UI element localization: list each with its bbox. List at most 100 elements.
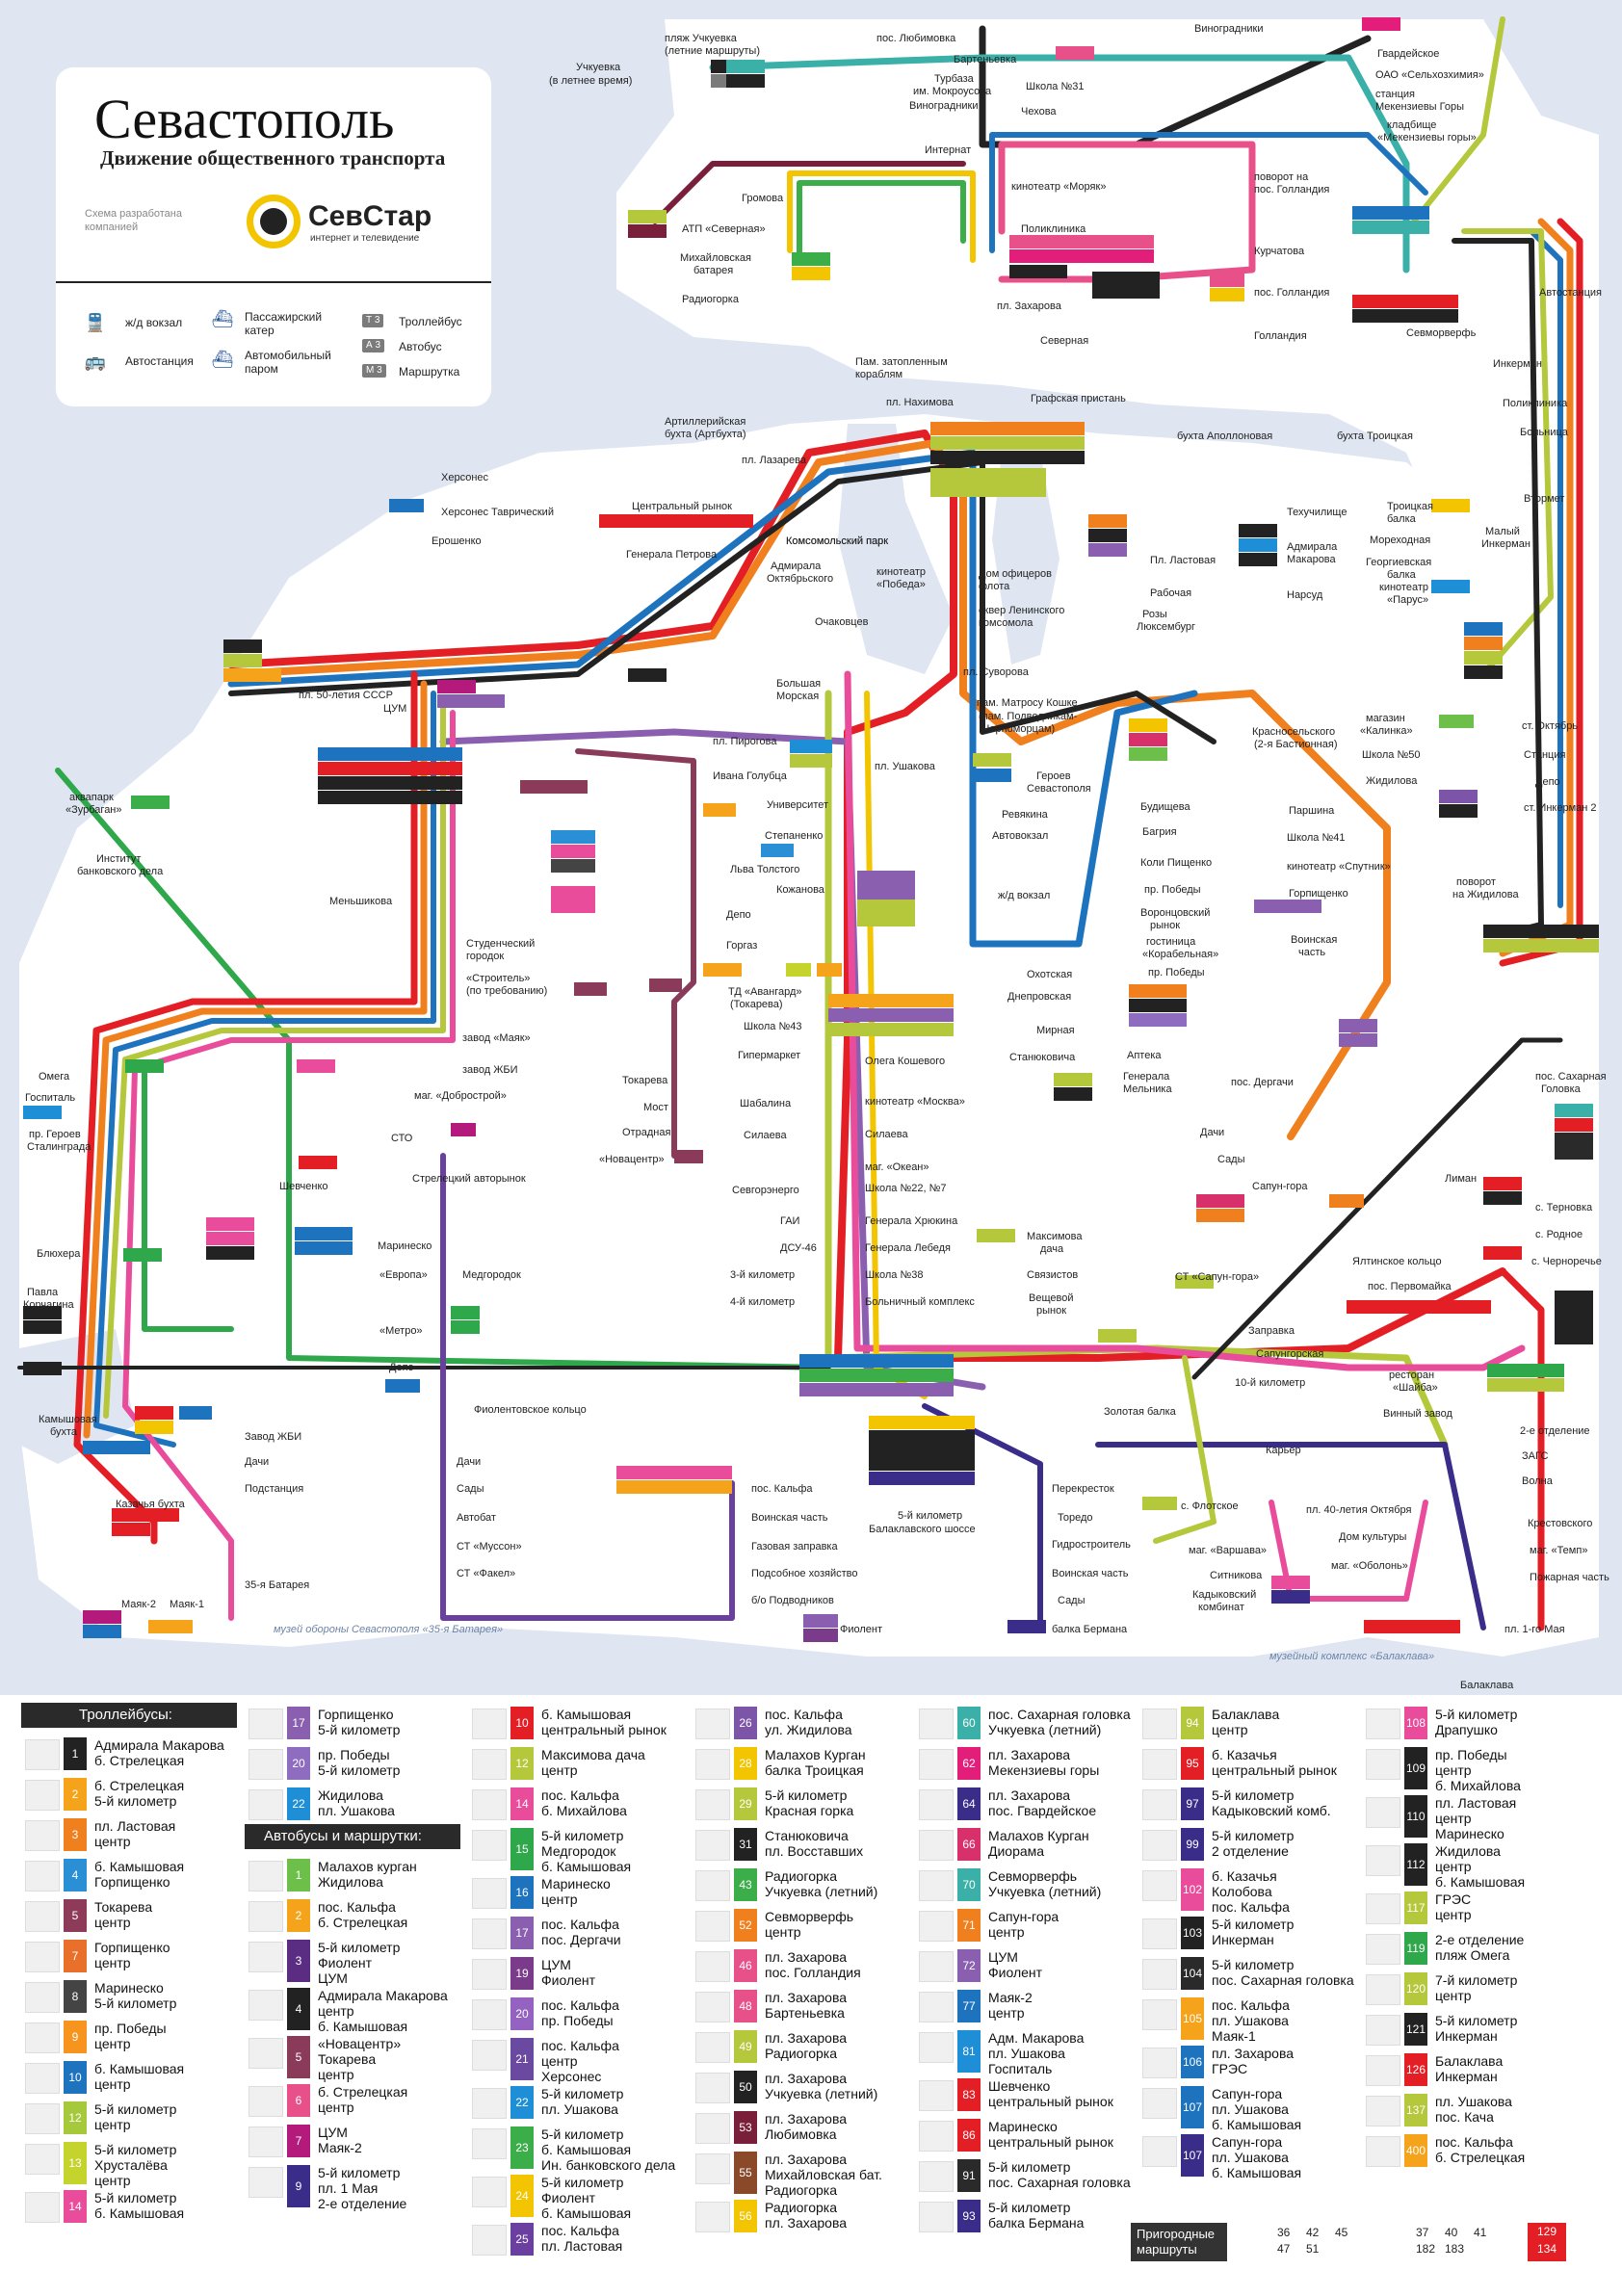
stop-label: завод «Маяк»: [462, 1032, 531, 1044]
stop-label: 2-е отделение: [1520, 1425, 1590, 1437]
stop-label: Медгородок: [462, 1269, 521, 1281]
route-number: 1: [64, 1737, 87, 1770]
stop-label: Генерала Лебедя: [865, 1242, 951, 1254]
route-endpoints: Малахов Курган балка Троицкая: [765, 1747, 866, 1778]
badge-a15: [451, 1306, 480, 1334]
route-endpoints: Радиогорка пл. Захарова: [765, 2200, 848, 2231]
badge-a72: [803, 1614, 838, 1642]
route-endpoints: 5-й километр Хрусталёва центр: [94, 2142, 177, 2188]
stop-label: Заправка: [1248, 1325, 1295, 1337]
legend-trolleybus-tag: Т 3: [362, 314, 384, 327]
route-number: 22: [287, 1787, 310, 1820]
stop-label: Станюковича: [1009, 1052, 1076, 1063]
stop-label: ЦУМ: [383, 703, 407, 715]
stop-label: Дом офицеров: [979, 568, 1052, 580]
route-thumbnail-icon: [919, 2032, 954, 2063]
badge-m95: [112, 1508, 179, 1536]
route-endpoints: ЦУМ Маяк-2: [318, 2125, 362, 2155]
route-thumbnail-icon: [1366, 2055, 1400, 2086]
legend-car-ferry-label: Автомобильный паром: [245, 349, 331, 376]
stop-label: кладбище: [1387, 119, 1437, 131]
route-thumbnail-icon: [1366, 2096, 1400, 2126]
badge-a106-grес: [1464, 622, 1503, 679]
stop-label: Центральный рынок: [632, 501, 732, 512]
stop-label: (Токарева): [730, 999, 783, 1010]
route-endpoints: пл. Захарова пос. Голландия: [765, 1949, 861, 1980]
stop-label: 3-й километр: [730, 1269, 796, 1281]
badge-a14-kalfa: [616, 1466, 732, 1494]
stop-label: с. Флотское: [1181, 1500, 1239, 1512]
route-thumbnail-icon: [695, 2073, 730, 2103]
route-thumbnail-icon: [1366, 2015, 1400, 2046]
legend-minibus-tag: М 3: [362, 364, 386, 378]
route-number: 60: [957, 1707, 981, 1739]
stop-label: 35-я Батарея: [245, 1579, 310, 1591]
route-thumbnail-icon: [919, 2202, 954, 2232]
badge-suburb: [1092, 272, 1160, 299]
route-endpoints: пр. Победы центр: [94, 2021, 167, 2051]
suburban-route-number: 40: [1445, 2226, 1458, 2239]
stop-label: пл. Ушакова: [875, 761, 935, 772]
badge-t3-110: [1088, 514, 1127, 557]
stop-label: Виноградники: [909, 100, 979, 112]
route-number: 7: [64, 1940, 87, 1972]
stop-label: Сады: [1217, 1154, 1245, 1165]
stop-label: пляж Учкуевка: [665, 33, 737, 44]
route-thumbnail-icon: [472, 1878, 507, 1909]
stop-label: «Метро»: [379, 1325, 423, 1337]
route-endpoints: Малахов курган Жидилова: [318, 1859, 417, 1890]
stop-label: Корчагина: [23, 1299, 74, 1311]
route-endpoints: пл. Ушакова пос. Кача: [1435, 2094, 1512, 2125]
route-number: 105: [1181, 1997, 1204, 2040]
badge-a10-24: [135, 1406, 212, 1434]
route-thumbnail-icon: [919, 2121, 954, 2152]
badge-t22: [1431, 580, 1470, 593]
route-center-blue: [227, 449, 1198, 948]
stop-label: Автостанция: [1539, 287, 1602, 299]
route-number: 64: [957, 1787, 981, 1820]
stop-label: пр. Победы: [1148, 967, 1205, 978]
stop-label: Подстанция: [245, 1483, 304, 1495]
badge-a108: [1271, 1576, 1310, 1604]
route-number: 106: [1181, 2046, 1204, 2078]
stop-label: банковского дела: [77, 866, 164, 877]
legend-ferry-label: Пассажирский катер: [245, 310, 323, 337]
stop-label: (летние маршруты): [665, 45, 760, 57]
route-endpoints: 5-й километр пос. Сахарная головка: [988, 2159, 1131, 2190]
stop-label: Люксембург: [1137, 621, 1196, 633]
route-se-dark: [1191, 1037, 1563, 1380]
route-number: 9: [64, 2021, 87, 2053]
stop-label: Степаненко: [765, 830, 824, 842]
route-thumbnail-icon: [919, 1749, 954, 1780]
stop-label: Крестовского: [1528, 1518, 1593, 1529]
route-number: 14: [510, 1787, 534, 1820]
badge-a31: [628, 668, 667, 682]
route-number: 5: [64, 1899, 87, 1932]
route-thumbnail-icon: [695, 1830, 730, 1861]
route-endpoints: Балаклава центр: [1212, 1707, 1280, 1737]
stop-label: «Зурбаган»: [65, 804, 122, 816]
stop-label: комбинат: [1198, 1602, 1244, 1613]
stop-label: балка Бермана: [1052, 1624, 1128, 1635]
stop-label: (пам. Подводникам-: [979, 711, 1078, 722]
stop-label: кинотеатр «Спутник»: [1287, 861, 1391, 873]
route-thumbnail-icon: [1142, 1789, 1177, 1820]
stop-label: Учкуевка: [576, 62, 621, 73]
stop-label: рынок: [1036, 1305, 1067, 1317]
badge-t1-a81: [1239, 524, 1277, 566]
stop-label: Газовая заправка: [751, 1541, 838, 1552]
route-number: 117: [1404, 1892, 1427, 1924]
